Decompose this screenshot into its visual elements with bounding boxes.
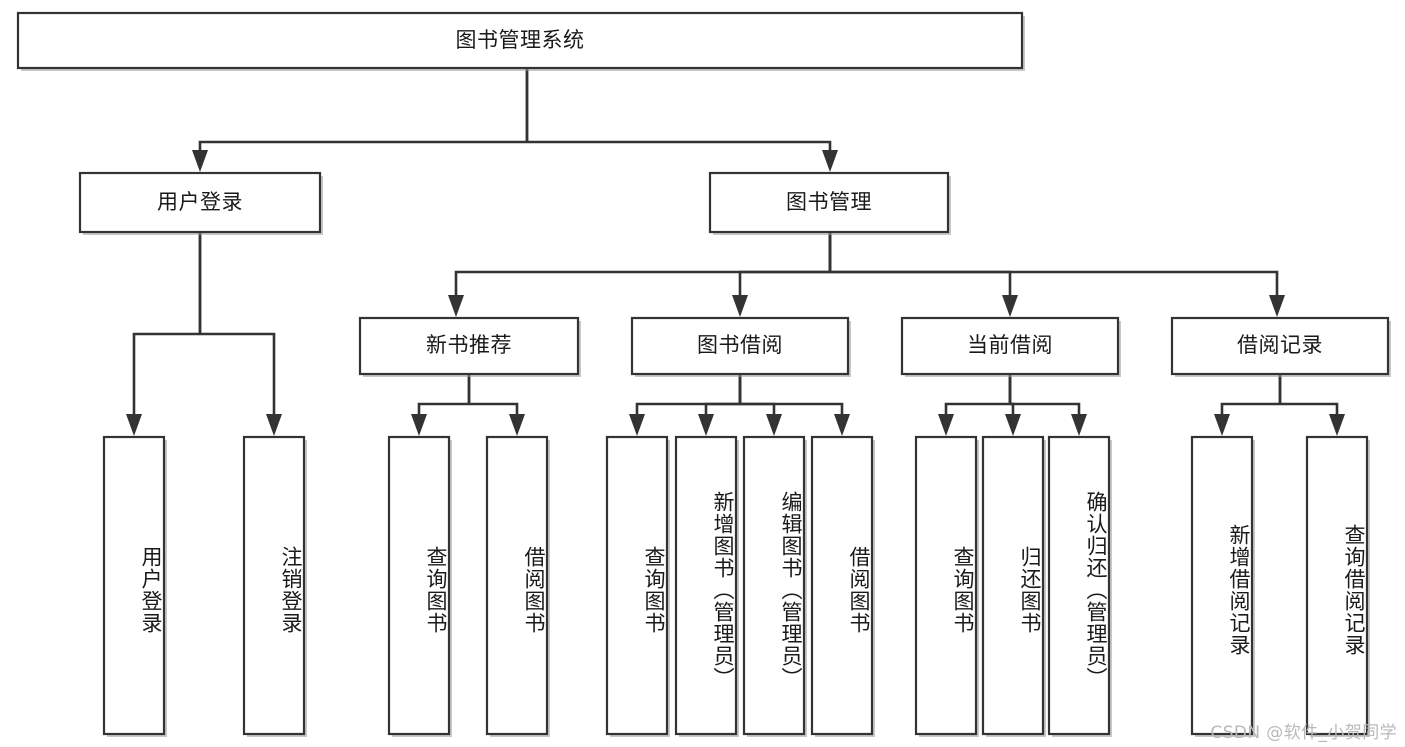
node-rect[interactable] (387, 435, 451, 736)
connector-new-book-recommend-to-leaf-borrow-book-recommend (467, 374, 525, 436)
node-rect[interactable] (16, 11, 1024, 70)
node-rect[interactable] (981, 435, 1045, 736)
node-leaf-edit-book[interactable] (742, 435, 807, 737)
node-book-manage[interactable] (708, 171, 951, 235)
node-leaf-query-book-current[interactable] (914, 435, 979, 737)
connector-borrow-record-to-leaf-add-borrow-record (1214, 374, 1282, 436)
arrow-head-icon (732, 295, 748, 317)
node-borrow-record[interactable] (1170, 316, 1391, 377)
node-rect[interactable] (708, 171, 950, 234)
connector-book-manage-to-new-book-recommend (448, 232, 832, 317)
arrow-head-icon (822, 150, 838, 172)
connector-book-manage-to-current-borrow (828, 232, 1018, 317)
arrow-head-icon (266, 414, 282, 436)
node-leaf-borrow-book[interactable] (810, 435, 875, 737)
node-leaf-add-book[interactable] (674, 435, 739, 737)
connector-user-login-to-leaf-user-logout (198, 232, 282, 436)
node-leaf-borrow-book-recommend[interactable] (485, 435, 550, 737)
node-rect[interactable] (1190, 435, 1254, 736)
arrow-head-icon (509, 414, 525, 436)
node-rect[interactable] (78, 171, 322, 234)
connector-book-borrow-to-leaf-borrow-book (738, 374, 850, 436)
connector-new-book-recommend-to-leaf-query-book-recommend (411, 374, 471, 436)
node-rect[interactable] (630, 316, 850, 376)
arrow-head-icon (766, 414, 782, 436)
node-rect[interactable] (485, 435, 549, 736)
arrow-head-icon (1269, 295, 1285, 317)
node-rect[interactable] (900, 316, 1120, 376)
connector-root-to-user-login (192, 68, 529, 172)
arrow-head-icon (411, 414, 427, 436)
arrow-head-icon (192, 150, 208, 172)
node-rect[interactable] (1305, 435, 1369, 736)
node-root[interactable] (16, 11, 1025, 71)
connector-book-manage-to-borrow-record (828, 232, 1285, 317)
arrow-head-icon (1071, 414, 1087, 436)
node-rect[interactable] (605, 435, 669, 736)
connector-current-borrow-to-leaf-confirm-return (1008, 374, 1087, 436)
node-new-book-recommend[interactable] (358, 316, 581, 377)
node-rect[interactable] (914, 435, 978, 736)
node-leaf-query-book-recommend[interactable] (387, 435, 452, 737)
connector-user-login-to-leaf-user-login (126, 232, 202, 436)
arrow-head-icon (1005, 414, 1021, 436)
arrow-head-icon (629, 414, 645, 436)
node-user-login[interactable] (78, 171, 323, 235)
csdn-watermark: CSDN @软件_小贺同学 (1210, 723, 1397, 743)
connector-book-manage-to-book-borrow (732, 232, 832, 317)
node-rect[interactable] (1170, 316, 1390, 376)
arrow-head-icon (448, 295, 464, 317)
node-leaf-user-login[interactable] (102, 435, 167, 737)
node-leaf-return-book[interactable] (981, 435, 1046, 737)
arrow-head-icon (1214, 414, 1230, 436)
node-rect[interactable] (358, 316, 580, 376)
arrow-head-icon (698, 414, 714, 436)
node-leaf-add-borrow-record[interactable] (1190, 435, 1255, 737)
arrow-head-icon (1002, 295, 1018, 317)
node-leaf-confirm-return[interactable] (1047, 435, 1112, 737)
node-rect[interactable] (810, 435, 874, 736)
arrow-head-icon (1329, 414, 1345, 436)
node-rect[interactable] (102, 435, 166, 736)
node-rect[interactable] (1047, 435, 1111, 736)
node-rect[interactable] (674, 435, 738, 736)
node-current-borrow[interactable] (900, 316, 1121, 377)
arrow-head-icon (938, 414, 954, 436)
node-leaf-user-logout[interactable] (242, 435, 307, 737)
arrow-head-icon (126, 414, 142, 436)
node-leaf-query-borrow-record[interactable] (1305, 435, 1370, 737)
connector-root-to-book-manage (525, 68, 838, 172)
connector-current-borrow-to-leaf-query-book-current (938, 374, 1012, 436)
node-rect[interactable] (242, 435, 306, 736)
node-rect[interactable] (742, 435, 806, 736)
arrow-head-icon (834, 414, 850, 436)
connector-borrow-record-to-leaf-query-borrow-record (1278, 374, 1345, 436)
node-leaf-query-book-borrow[interactable] (605, 435, 670, 737)
node-book-borrow[interactable] (630, 316, 851, 377)
